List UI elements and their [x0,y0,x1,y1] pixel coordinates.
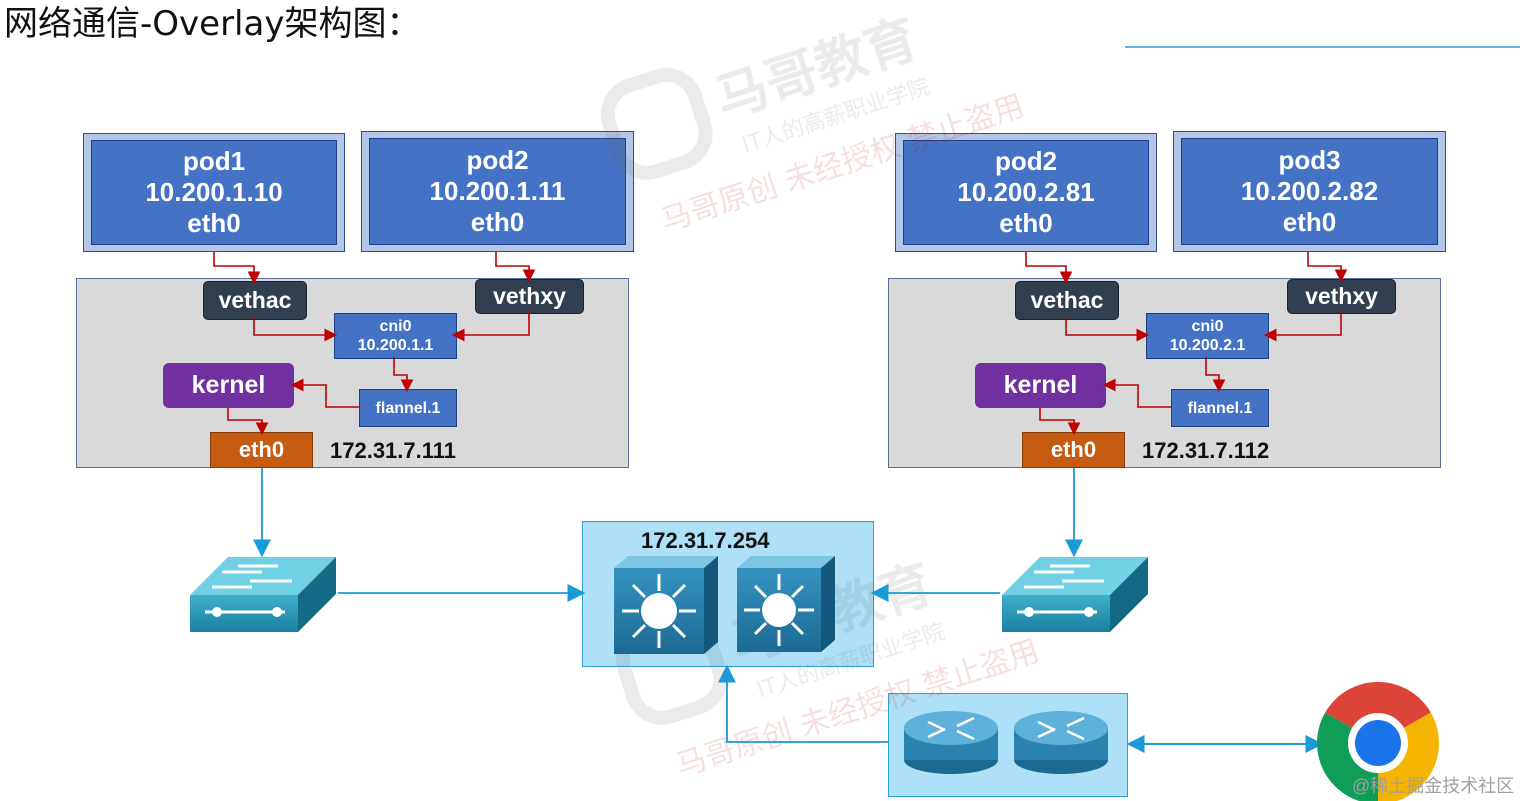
access-switch-icon [1002,557,1148,632]
pod-body: pod2 10.200.2.81 eth0 [903,140,1149,245]
pod-name: pod1 [182,146,246,176]
host-ip-2: 172.31.7.112 [1142,438,1270,463]
pod-iface: eth0 [1282,207,1337,237]
pod-card-1-2: pod2 10.200.1.11 eth0 [361,131,634,252]
page-title: 网络通信-Overlay架构图： [4,4,421,44]
pod-ip: 10.200.1.10 [145,177,283,207]
pod-name: pod3 [1278,145,1341,175]
pod-iface: eth0 [470,207,525,237]
kernel-2: kernel [975,363,1106,408]
pod-card-2-1: pod2 10.200.2.81 eth0 [895,133,1157,252]
chrome-icon [1317,682,1439,801]
flannel-2: flannel.1 [1171,389,1269,427]
pod-card-1-1: pod1 10.200.1.10 eth0 [83,133,345,252]
core-switch-icon [737,556,835,652]
access-switch-icon [190,557,336,632]
cni-ip: 10.200.1.1 [357,337,434,354]
cni-name: cni0 [1191,318,1224,335]
router-icon [904,711,998,774]
router-icon [1014,711,1108,774]
pod-card-2-2: pod3 10.200.2.82 eth0 [1173,131,1446,252]
veth-left-1: vethac [203,281,307,320]
watermark-logo: 马哥教育 IT人的高薪职业学院 马哥原创 未经授权 禁止盗用 马哥教育 IT人的… [600,9,1043,784]
pod-body: pod2 10.200.1.11 eth0 [369,138,626,245]
title-underline [1125,46,1520,48]
corner-watermark: @稀土掘金技术社区 [1352,776,1515,796]
host-eth-2: eth0 [1022,432,1125,468]
veth-right-1: vethxy [475,279,584,314]
host-ip-1: 172.31.7.111 [330,438,457,463]
pod-body: pod3 10.200.2.82 eth0 [1181,138,1438,245]
core-switch-ip: 172.31.7.254 [641,528,770,553]
cni-bridge-1: cni0 10.200.1.1 [334,313,457,359]
kernel-1: kernel [163,363,294,408]
host1-red-links [213,252,536,436]
pod-body: pod1 10.200.1.10 eth0 [91,140,337,245]
pod-name: pod2 [466,145,529,175]
cni-ip: 10.200.2.1 [1169,337,1246,354]
blue-links [253,468,1324,753]
core-switch-icon [614,556,718,654]
pod-ip: 10.200.1.11 [429,176,566,206]
cni-name: cni0 [379,318,412,335]
veth-left-2: vethac [1015,281,1119,320]
pod-ip: 10.200.2.82 [1240,176,1379,206]
cni-bridge-2: cni0 10.200.2.1 [1146,313,1269,359]
pod-iface: eth0 [187,208,241,238]
pod-ip: 10.200.2.81 [957,177,1095,207]
pod-iface: eth0 [999,208,1053,238]
host2-red-links [1025,252,1348,436]
pod-name: pod2 [994,146,1058,176]
host-eth-1: eth0 [210,432,313,468]
